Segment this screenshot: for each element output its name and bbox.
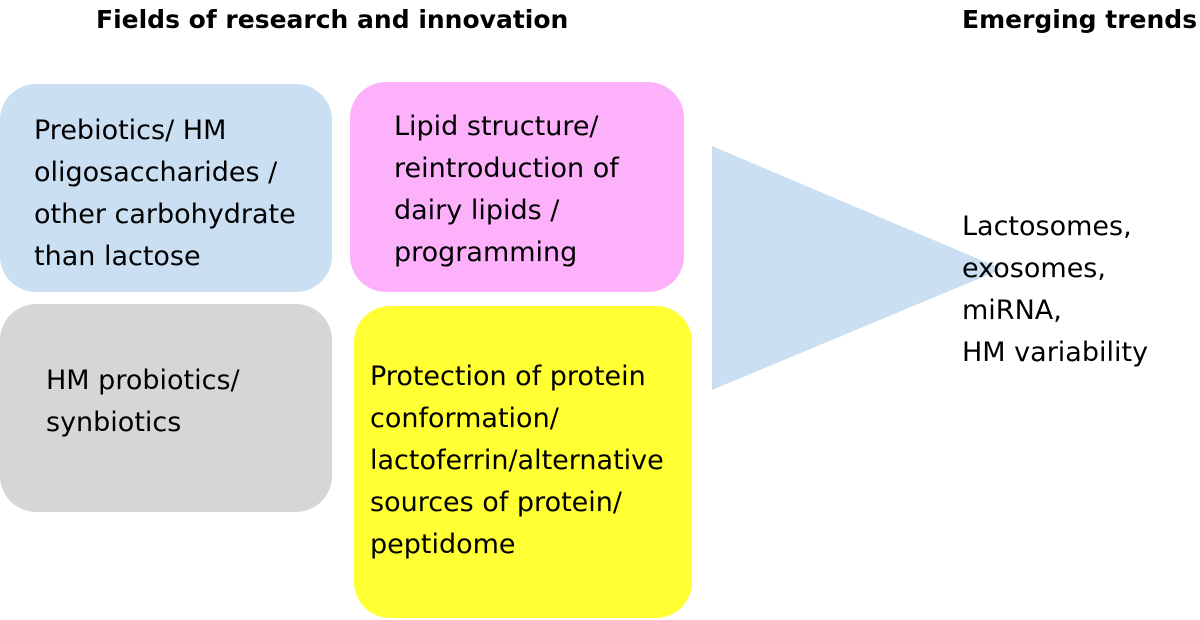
box-text-line: than lactose bbox=[34, 241, 201, 272]
trends-list: Lactosomes, exosomes, miRNA, HM variabil… bbox=[962, 206, 1148, 374]
box-text-line: lactoferrin/alternative bbox=[370, 445, 664, 476]
lipids-box: Lipid structure/ reintroduction of dairy… bbox=[350, 82, 684, 292]
box-text-line: reintroduction of bbox=[394, 153, 619, 184]
box-text-line: other carbohydrate bbox=[34, 199, 296, 230]
box-text-line: dairy lipids / bbox=[394, 195, 560, 226]
arrow-triangle bbox=[712, 146, 1002, 390]
box-text-line: Prebiotics/ HM bbox=[34, 115, 227, 146]
trends-heading: Emerging trends bbox=[962, 5, 1198, 34]
probiotics-box: HM probiotics/ synbiotics bbox=[0, 304, 332, 512]
prebiotics-box: Prebiotics/ HM oligosaccharides / other … bbox=[0, 84, 332, 292]
box-text-line: synbiotics bbox=[46, 407, 182, 438]
fields-heading: Fields of research and innovation bbox=[96, 5, 569, 34]
trend-item: HM variability bbox=[962, 337, 1149, 368]
box-text-line: oligosaccharides / bbox=[34, 157, 278, 188]
trend-item: Lactosomes, bbox=[962, 211, 1132, 242]
box-text-line: HM probiotics/ bbox=[46, 365, 240, 396]
box-text-line: conformation/ bbox=[370, 403, 559, 434]
box-text-line: programming bbox=[394, 237, 578, 268]
box-text-line: sources of protein/ bbox=[370, 487, 622, 518]
trend-arrow bbox=[712, 146, 1002, 390]
trend-item: miRNA, bbox=[962, 295, 1062, 326]
box-text-line: peptidome bbox=[370, 529, 516, 560]
trend-item: exosomes, bbox=[962, 253, 1106, 284]
box-text-line: Lipid structure/ bbox=[394, 111, 599, 142]
box-text-line: Protection of protein bbox=[370, 361, 646, 392]
proteins-box: Protection of protein conformation/ lact… bbox=[354, 306, 692, 618]
